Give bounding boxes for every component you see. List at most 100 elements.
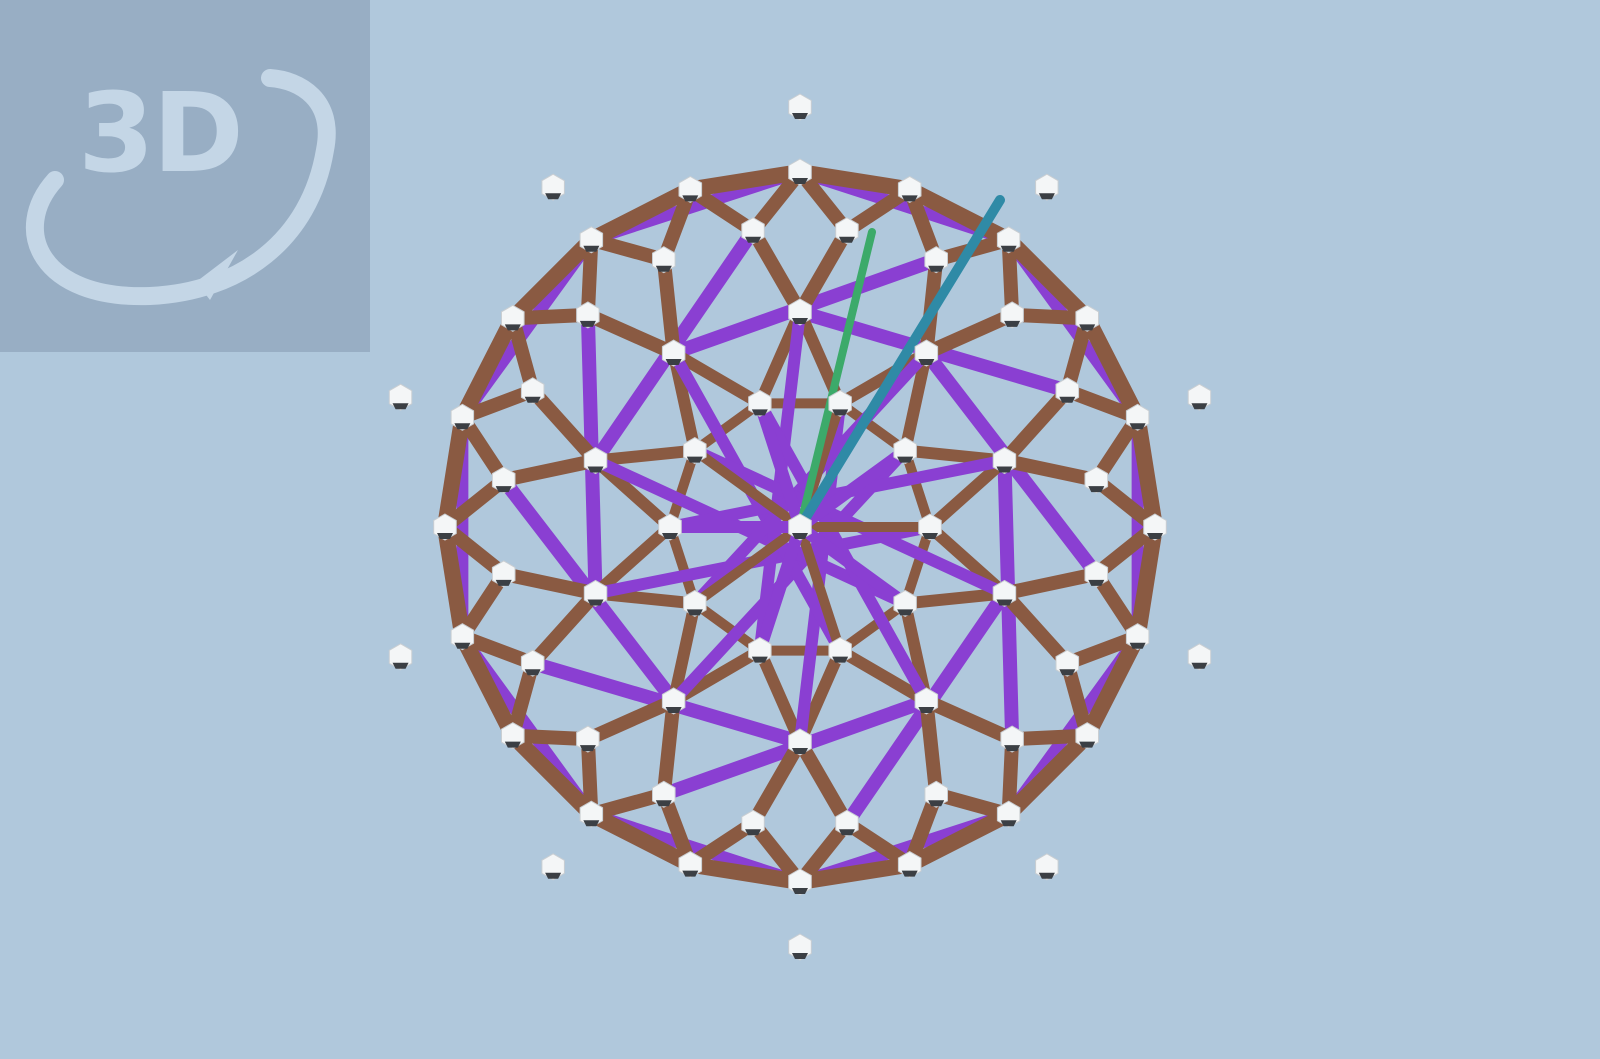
strut-brown	[753, 644, 806, 748]
vertex-node	[897, 851, 922, 879]
strut-brown	[667, 347, 766, 410]
vertex-node	[1187, 643, 1212, 671]
vertex-node	[1084, 560, 1109, 588]
vertex-node	[788, 868, 812, 896]
strut-brown	[792, 164, 918, 198]
strut-brown	[1079, 310, 1146, 426]
vertex-node	[388, 383, 413, 411]
vertex-node	[541, 173, 565, 201]
vertex-node	[893, 437, 917, 465]
vertex-node	[450, 403, 475, 431]
strut-brown	[746, 735, 807, 831]
vertex-node	[924, 246, 948, 274]
strut-brown	[505, 307, 595, 326]
strut-brown	[505, 728, 595, 747]
vertex-node	[788, 728, 812, 756]
vertex-node	[828, 389, 852, 417]
vertex-node	[576, 725, 600, 753]
vertex-node	[1125, 623, 1150, 651]
strut-purple	[794, 521, 912, 610]
vertex-node	[583, 579, 608, 607]
strut-brown	[900, 445, 935, 532]
strut-teal	[795, 195, 1005, 532]
strut-brown	[1079, 628, 1146, 744]
strut-brown	[1089, 566, 1145, 644]
rotate-3d-icon	[25, 69, 336, 306]
vertex-node	[433, 513, 457, 541]
strut-brown	[505, 656, 540, 743]
strut-brown	[1005, 728, 1095, 747]
strut-brown	[682, 856, 808, 890]
vertex-node	[579, 226, 604, 254]
strut-brown	[919, 693, 1020, 747]
vertex-node	[788, 933, 812, 961]
strut-purple	[753, 397, 806, 533]
vertex-node	[1187, 383, 1212, 411]
strut-brown	[689, 398, 765, 456]
strut-brown	[997, 586, 1075, 671]
vertex-node	[661, 687, 686, 715]
vertex-node	[1055, 649, 1080, 677]
vertex-node	[918, 513, 942, 541]
vertex-node	[520, 649, 545, 677]
vertex-node	[683, 589, 707, 617]
vertex-node	[1143, 513, 1167, 541]
vertex-node	[1000, 725, 1024, 753]
strut-brown	[580, 307, 681, 361]
strut-brown	[437, 409, 471, 535]
strut-brown	[1000, 727, 1096, 823]
vertex-node	[748, 389, 772, 417]
strut-brown	[665, 445, 700, 532]
strut-brown	[919, 693, 944, 802]
vertex-node	[996, 800, 1021, 828]
strut-brown	[525, 586, 603, 671]
strut-brown	[589, 444, 701, 467]
vertex-node	[992, 447, 1017, 475]
strut-brown	[1000, 231, 1096, 327]
strut-purple	[794, 444, 912, 533]
strut-brown	[580, 693, 681, 747]
strut-brown	[901, 181, 1017, 248]
vertex-node	[835, 217, 859, 245]
strut-brown	[1089, 410, 1145, 488]
strut-brown	[793, 735, 854, 831]
strut-brown	[1005, 307, 1095, 326]
strut-brown	[929, 787, 1016, 822]
strut-brown	[689, 445, 805, 532]
vertex-node	[678, 175, 703, 203]
strut-brown	[689, 522, 805, 609]
strut-brown	[746, 223, 807, 319]
strut-brown	[792, 856, 918, 890]
strut-brown	[900, 522, 935, 609]
vertex-node	[788, 513, 812, 541]
vertex-node	[1125, 403, 1150, 431]
strut-brown	[793, 223, 854, 319]
vertex-node	[579, 800, 604, 828]
strut-brown	[682, 164, 808, 198]
strut-brown	[583, 806, 699, 873]
strut-brown	[584, 232, 671, 267]
strut-brown	[746, 816, 807, 889]
strut-brown	[835, 598, 911, 656]
strut-brown	[793, 816, 854, 889]
strut-brown	[793, 165, 854, 238]
vertex-node	[501, 722, 525, 750]
vertex-node	[788, 93, 812, 121]
strut-brown	[496, 566, 603, 601]
vertex-node	[576, 301, 600, 329]
strut-brown	[504, 727, 600, 823]
strut-brown	[899, 587, 1011, 610]
vertex-node	[741, 217, 765, 245]
vertex-node	[491, 560, 516, 588]
badge-label: 3D	[78, 69, 244, 197]
3d-view-badge[interactable]: 3D	[0, 0, 370, 352]
strut-brown	[667, 597, 701, 707]
vertex-node	[788, 158, 812, 186]
vertex-node	[683, 437, 707, 465]
vertex-node	[541, 853, 565, 881]
vertex-node	[788, 298, 812, 326]
vertex-node	[678, 851, 703, 879]
vertex-node	[1075, 304, 1099, 332]
